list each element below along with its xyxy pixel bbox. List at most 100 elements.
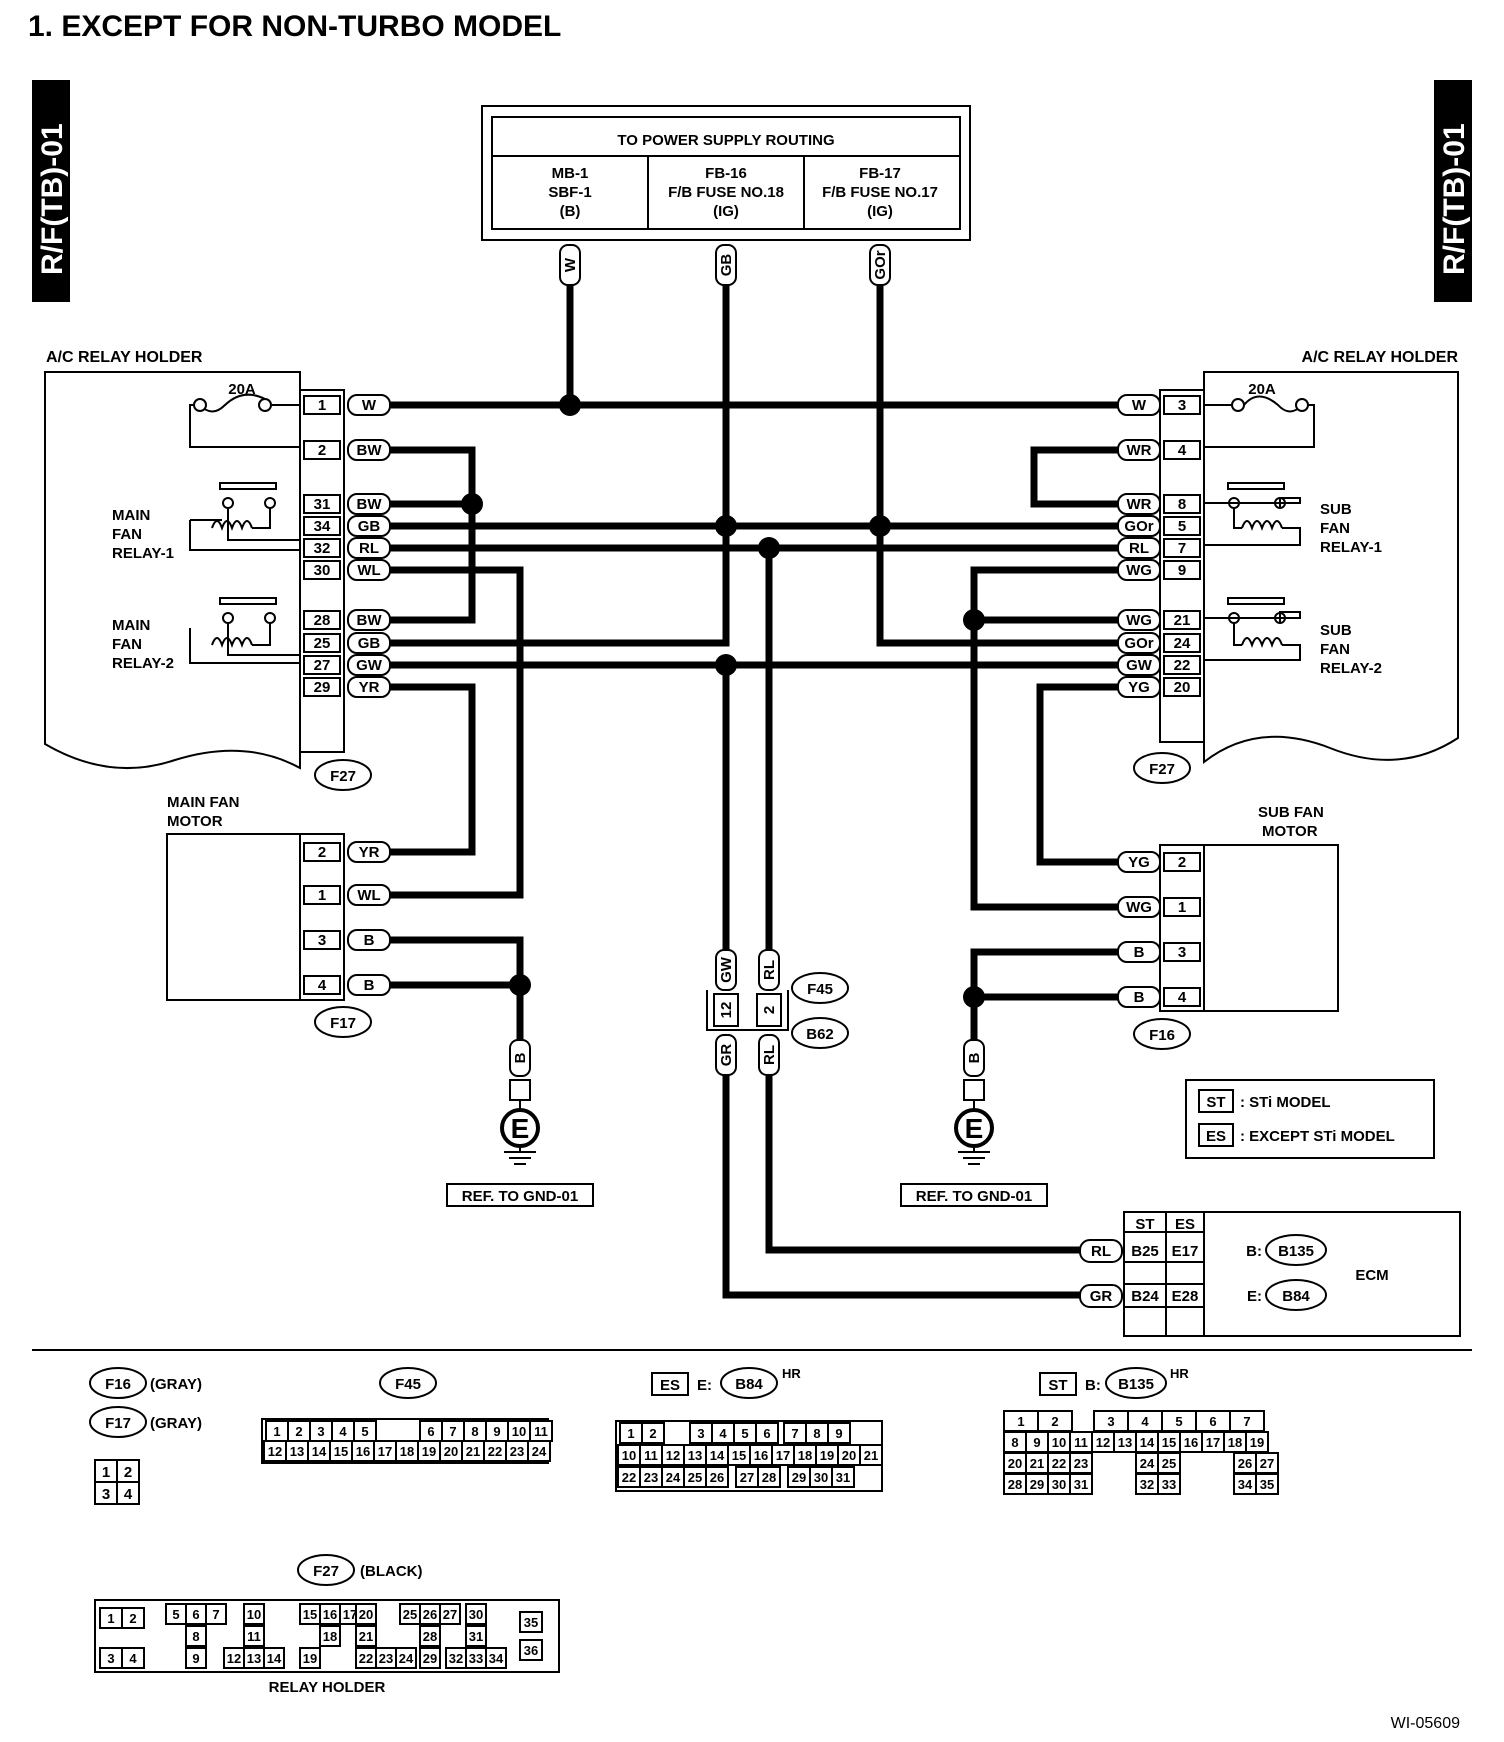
svg-text:8: 8 [1178,496,1186,513]
svg-text:B84: B84 [1282,1288,1310,1305]
page-title: 1. EXCEPT FOR NON-TURBO MODEL [28,10,561,43]
svg-text:FAN: FAN [112,526,142,543]
pin-cell: 27 [735,1466,759,1488]
pin-cell: 35 [519,1611,543,1633]
svg-text:(BLACK): (BLACK) [360,1563,422,1580]
svg-text:12: 12 [1096,1435,1110,1450]
pin-cell: 13 [285,1440,309,1462]
svg-text:E: E [965,1113,984,1144]
svg-text:17: 17 [1206,1435,1220,1450]
pin-cell: 23 [375,1647,397,1669]
pin-cell: 31 [831,1466,855,1488]
svg-text:GW: GW [718,956,735,983]
svg-text:FAN: FAN [112,636,142,653]
svg-text:2: 2 [318,844,326,861]
pin-cell: 5 [353,1420,377,1442]
pin-cell: 3 [309,1420,333,1442]
svg-text:2: 2 [1178,854,1186,871]
svg-text:21: 21 [359,1629,373,1644]
ecm: ST ES RL B25 E17 GR B24 E28 B: B135 E: B… [1079,1211,1461,1337]
pin-cell: 29 [787,1466,811,1488]
svg-text:BW: BW [357,442,383,459]
pin-cell: 21 [1025,1452,1049,1474]
pin-row: 3B [1117,941,1201,963]
svg-text:6: 6 [427,1424,434,1439]
power-wire-tags: W GB GOr [559,244,891,286]
svg-text:F27: F27 [1149,761,1175,778]
svg-text:RL: RL [359,540,379,557]
svg-text:(IG): (IG) [867,203,893,220]
svg-text:24: 24 [1174,635,1191,652]
pin-cell: 24 [527,1440,551,1462]
pin-cell: 10 [507,1420,531,1442]
svg-text:7: 7 [449,1424,456,1439]
svg-text:GW: GW [356,657,383,674]
svg-text:19: 19 [303,1651,317,1666]
pin-cell: 24 [1135,1452,1159,1474]
pin-cell: 35 [1255,1473,1279,1495]
svg-text:11: 11 [247,1629,261,1644]
svg-text:21: 21 [466,1444,480,1459]
svg-text:33: 33 [469,1651,483,1666]
pin-cell: 3 [99,1647,123,1669]
svg-text:17: 17 [343,1607,357,1622]
svg-text:1: 1 [273,1424,280,1439]
pin-cell: 8 [185,1625,207,1647]
svg-text:3: 3 [1107,1414,1114,1429]
pin-cell: 17 [771,1444,795,1466]
pin-cell: 15 [329,1440,353,1462]
pin-cell: 11 [529,1420,553,1442]
svg-text:3: 3 [1178,944,1186,961]
pin-row: 2YG [1117,851,1201,873]
svg-text:22: 22 [1174,657,1191,674]
svg-text:REF. TO GND-01: REF. TO GND-01 [462,1188,578,1205]
pin-cell: 25 [399,1603,421,1625]
svg-text:WG: WG [1126,899,1152,916]
svg-text:FAN: FAN [1320,641,1350,658]
svg-text:4: 4 [124,1486,133,1503]
svg-text:4: 4 [719,1426,727,1441]
svg-text:F16: F16 [1149,1027,1175,1044]
svg-text:31: 31 [1074,1477,1088,1492]
svg-text:F45: F45 [807,981,833,998]
svg-text:12: 12 [666,1448,680,1463]
svg-text:9: 9 [835,1426,842,1441]
svg-text:4: 4 [318,977,327,994]
svg-text:BW: BW [357,612,383,629]
svg-text:18: 18 [400,1444,414,1459]
svg-text:23: 23 [644,1470,658,1485]
pin-cell: 29 [1025,1473,1049,1495]
pin-cell: 5 [1161,1410,1197,1432]
pin-cell: 5 [733,1422,757,1444]
ground-right: B E REF. TO GND-01 [900,1039,1048,1207]
svg-text:(IG): (IG) [713,203,739,220]
ground-left: B E REF. TO GND-01 [446,1039,594,1207]
pin-cell: 30 [465,1603,487,1625]
svg-text:ES: ES [1175,1216,1195,1233]
svg-text:15: 15 [732,1448,746,1463]
pin-cell: 14 [263,1647,285,1669]
wires [390,285,1118,1299]
svg-text:6: 6 [763,1426,770,1441]
svg-text:28: 28 [1008,1477,1022,1492]
pin-row: 8WR [1117,493,1201,515]
svg-text:15: 15 [1162,1435,1176,1450]
svg-text:MOTOR: MOTOR [167,813,223,830]
svg-text:29: 29 [423,1651,437,1666]
pin-cell: 10 [243,1603,265,1625]
pin-cell: 26 [705,1466,729,1488]
pin-cell: 33 [1157,1473,1181,1495]
pin-cell: 34 [485,1647,507,1669]
svg-text:22: 22 [1052,1456,1066,1471]
svg-text:1: 1 [1017,1414,1024,1429]
svg-text:MOTOR: MOTOR [1262,823,1318,840]
svg-text:14: 14 [267,1651,282,1666]
connector-face-f16-f17: F16 (GRAY) F17 (GRAY) 1 2 3 4 [89,1367,202,1505]
